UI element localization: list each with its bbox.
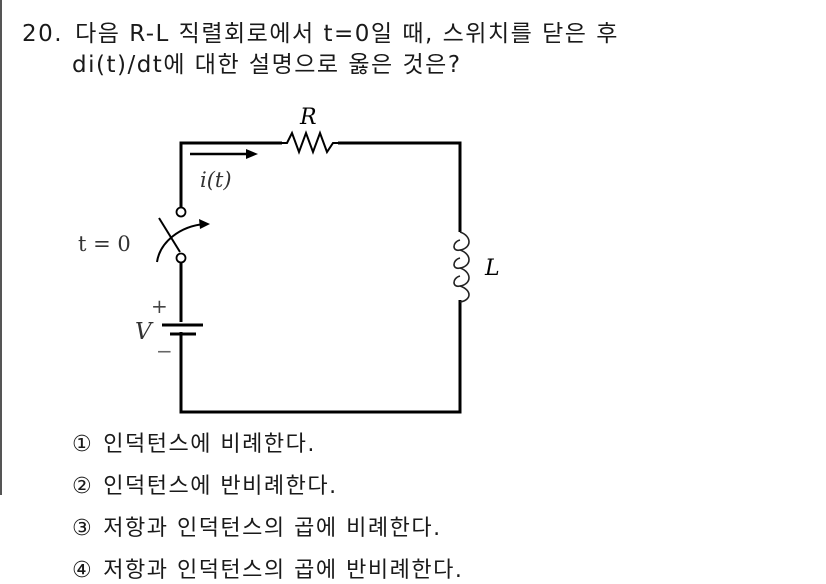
- question-line-2: di(t)/dt에 대한 설명으로 옳은 것은?: [72, 52, 462, 78]
- option-2[interactable]: ② 인덕턴스에 반비례한다.: [72, 468, 338, 500]
- option-mark: ③: [72, 516, 94, 541]
- wire-top-left: [179, 141, 282, 207]
- option-text: 저항과 인덕턴스의 곱에 반비례한다.: [103, 558, 464, 583]
- current-arrow-icon: [246, 149, 258, 159]
- option-text: 인덕턴스에 비례한다.: [103, 432, 316, 457]
- wire-top-right: [338, 141, 462, 232]
- inductor-label: L: [484, 256, 500, 281]
- resistor-label: R: [299, 105, 317, 130]
- switch-arrow-icon: [199, 219, 210, 229]
- switch-terminal-top: [175, 206, 187, 218]
- resistor-symbol: [282, 130, 338, 155]
- option-mark: ②: [72, 474, 94, 499]
- page-left-border: [0, 0, 2, 495]
- minus-label: −: [156, 339, 173, 363]
- option-text: 인덕턴스에 반비례한다.: [103, 474, 338, 499]
- option-3[interactable]: ③ 저항과 인덕턴스의 곱에 비례한다.: [72, 510, 442, 542]
- option-text: 저항과 인덕턴스의 곱에 비례한다.: [103, 516, 442, 541]
- rl-circuit-diagram: R i(t) t = 0 + V − L: [78, 105, 500, 414]
- switch-terminal-bottom: [175, 252, 187, 264]
- question-line-1: 20. 다음 R-L 직렬회로에서 t=0일 때, 스위치를 닫은 후: [22, 14, 619, 48]
- option-1[interactable]: ① 인덕턴스에 비례한다.: [72, 426, 316, 458]
- question-text-1: 다음 R-L 직렬회로에서 t=0일 때, 스위치를 닫은 후: [75, 21, 619, 47]
- switch-label: t = 0: [78, 232, 131, 256]
- inductor-symbol: [453, 231, 470, 303]
- switch-blade: [158, 217, 181, 253]
- option-mark: ④: [72, 558, 94, 583]
- option-4[interactable]: ④ 저항과 인덕턴스의 곱에 반비례한다.: [72, 552, 463, 584]
- wire-bottom: [179, 300, 462, 414]
- question-number: 20.: [22, 21, 64, 47]
- current-label: i(t): [200, 168, 232, 192]
- option-mark: ①: [72, 432, 94, 457]
- source-label: V: [135, 319, 154, 345]
- plus-label: +: [151, 294, 168, 318]
